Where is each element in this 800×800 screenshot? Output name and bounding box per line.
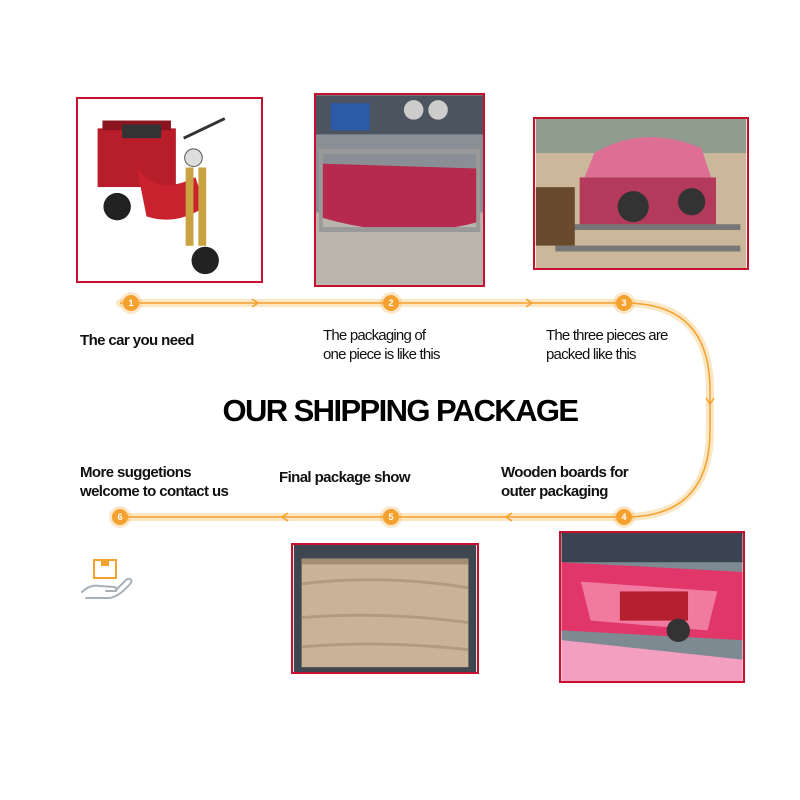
photo-tricycle: [76, 97, 263, 283]
step-4-caption: Wooden boards for outer packaging: [501, 464, 629, 500]
step-3-caption: The three pieces are packed like this: [546, 327, 668, 363]
step-5-number: 5: [383, 509, 399, 525]
photo-wooden-boards: [559, 531, 745, 683]
one-piece-package-image: [316, 95, 483, 285]
step-5-caption: Final package show: [279, 469, 411, 486]
step-6-caption: More suggetions welcome to contact us: [80, 464, 229, 500]
step-2-caption: The packaging of one piece is like this: [323, 327, 440, 363]
step-1-number: 1: [123, 295, 139, 311]
page-title: OUR SHIPPING PACKAGE: [222, 393, 580, 428]
step-4-number: 4: [616, 509, 632, 525]
photo-one-piece-package: [314, 93, 485, 287]
flow-arrows: [251, 298, 715, 522]
three-piece-package-image: [535, 119, 747, 268]
step-6-number: 6: [112, 509, 128, 525]
final-package-image: [293, 545, 477, 672]
step-3-number: 3: [616, 295, 632, 311]
package-hand-icon: [81, 559, 133, 599]
tricycle-image: [78, 99, 261, 281]
step-2-number: 2: [383, 295, 399, 311]
step-1-caption: The car you need: [80, 332, 194, 349]
wooden-boards-image: [561, 533, 743, 681]
photo-three-piece-package: [533, 117, 749, 270]
photo-final-package: [291, 543, 479, 674]
